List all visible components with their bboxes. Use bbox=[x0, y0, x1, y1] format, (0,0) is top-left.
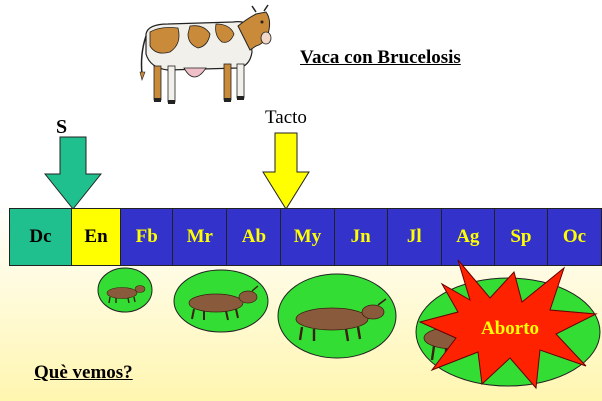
question-label: Què vemos? bbox=[34, 362, 133, 383]
tacto-marker-label: Tacto bbox=[265, 107, 307, 128]
fetus-icon bbox=[188, 285, 259, 321]
fetus-bubble bbox=[277, 273, 397, 359]
aborto-label: Aborto bbox=[480, 318, 540, 339]
fetus-icon bbox=[106, 285, 146, 304]
month-cell: En bbox=[70, 209, 121, 265]
month-cell: Sp bbox=[493, 209, 547, 265]
fetus-bubble bbox=[97, 267, 153, 313]
arrow-down-icon bbox=[44, 136, 102, 210]
arrow-down-icon bbox=[262, 132, 310, 210]
month-cell: Oc bbox=[546, 209, 602, 265]
month-cell: My bbox=[280, 209, 334, 265]
fetus-icon bbox=[295, 298, 387, 342]
month-cell: Jl bbox=[386, 209, 441, 265]
month-cell: Ag bbox=[440, 209, 494, 265]
month-cell: Ab bbox=[226, 209, 281, 265]
month-timeline: Dc En Fb Mr Ab My Jn Jl Ag Sp Oc bbox=[9, 208, 602, 266]
page-title: Vaca con Brucelosis bbox=[300, 47, 461, 68]
month-cell: Jn bbox=[333, 209, 387, 265]
explosion-burst-icon bbox=[418, 259, 598, 390]
fetus-bubble bbox=[173, 269, 269, 333]
month-cell: Fb bbox=[120, 209, 173, 265]
cow-icon bbox=[139, 4, 272, 104]
month-cell: Dc bbox=[9, 209, 71, 265]
month-cell: Mr bbox=[172, 209, 227, 265]
s-marker-label: S bbox=[56, 116, 68, 138]
